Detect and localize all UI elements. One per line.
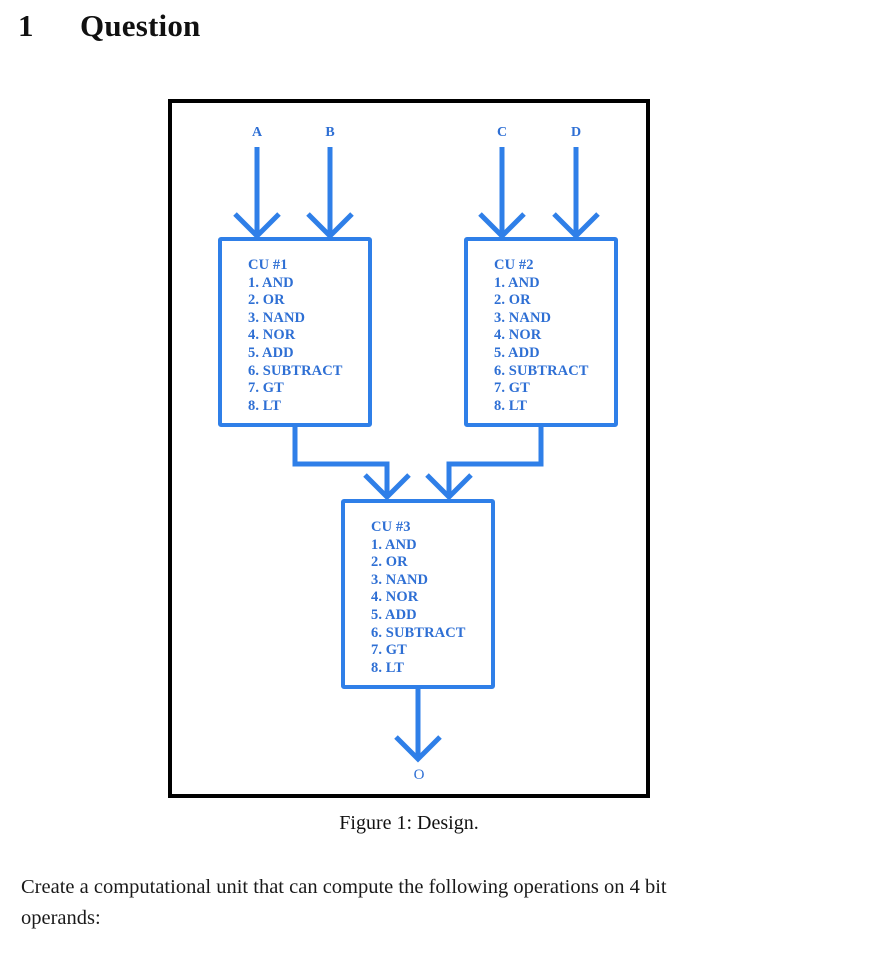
cu-2-operation: 4. NOR bbox=[494, 327, 542, 344]
connector-cu2-cu3 bbox=[446, 427, 544, 497]
cu-1-operation: 8. LT bbox=[248, 397, 282, 414]
cu-3-operation: 4. NOR bbox=[371, 589, 419, 606]
arrow-output-head bbox=[394, 735, 442, 763]
body-paragraph: Create a computational unit that can com… bbox=[21, 876, 667, 929]
cu-3-operation: 3. NAND bbox=[371, 571, 429, 588]
cu-3-title: CU #3 bbox=[371, 519, 411, 535]
page-title: 1 Question bbox=[18, 8, 200, 44]
cu-2-operation: 1. AND bbox=[494, 274, 540, 291]
arrow-a-head bbox=[233, 212, 281, 240]
port-label-a: A bbox=[251, 125, 263, 140]
cu-1-operation: 7. GT bbox=[248, 380, 284, 397]
cu-2-operation: 6. SUBTRACT bbox=[494, 362, 589, 379]
arrow-c-head bbox=[478, 212, 526, 240]
cu-1-title: CU #1 bbox=[248, 257, 288, 273]
cu-2-operation: 8. LT bbox=[494, 397, 528, 414]
cu-1-operation: 6. SUBTRACT bbox=[248, 362, 343, 379]
cu-1-operation: 1. AND bbox=[248, 274, 294, 291]
arrow-b-head bbox=[306, 212, 354, 240]
computational-unit-3: CU #3 1. AND 2. OR 3. NAND 4. NOR 5. ADD… bbox=[341, 499, 495, 689]
cu-1-operation: 3. NAND bbox=[248, 309, 306, 326]
connector-cu1-cu3 bbox=[292, 427, 390, 497]
connector-cu1-cu3-head bbox=[363, 473, 411, 501]
cu-3-operation: 1. AND bbox=[371, 536, 417, 553]
cu-3-operation: 2. OR bbox=[371, 554, 408, 571]
port-label-d: D bbox=[570, 125, 582, 140]
cu-3-operation: 8. LT bbox=[371, 659, 405, 676]
figure-caption: Figure 1: Design. bbox=[339, 812, 479, 834]
cu-1-operation: 4. NOR bbox=[248, 327, 296, 344]
cu-3-operation: 5. ADD bbox=[371, 606, 417, 623]
port-label-b: B bbox=[325, 125, 335, 140]
cu-2-operation: 3. NAND bbox=[494, 309, 552, 326]
section-number: 1 bbox=[18, 8, 34, 43]
computational-unit-2: CU #2 1. AND 2. OR 3. NAND 4. NOR 5. ADD… bbox=[464, 237, 618, 427]
connector-cu2-cu3-head bbox=[425, 473, 473, 501]
cu-3-operation: 7. GT bbox=[371, 642, 407, 659]
cu-2-operation: 7. GT bbox=[494, 380, 530, 397]
cu-2-operation: 5. ADD bbox=[494, 344, 540, 361]
cu-2-operation: 2. OR bbox=[494, 292, 531, 309]
port-label-c: C bbox=[496, 125, 508, 140]
cu-3-operation: 6. SUBTRACT bbox=[371, 624, 466, 641]
port-label-o: O bbox=[413, 767, 425, 783]
section-title: Question bbox=[80, 8, 201, 43]
cu-1-operation: 2. OR bbox=[248, 292, 285, 309]
cu-1-operation: 5. ADD bbox=[248, 344, 294, 361]
diagram-connectors bbox=[233, 147, 600, 763]
figure-frame: A B C D O CU #1 1. AND 2. OR 3. NAND 4. … bbox=[168, 99, 650, 798]
cu-2-title: CU #2 bbox=[494, 257, 534, 273]
arrow-d-head bbox=[552, 212, 600, 240]
computational-unit-1: CU #1 1. AND 2. OR 3. NAND 4. NOR 5. ADD… bbox=[218, 237, 372, 427]
